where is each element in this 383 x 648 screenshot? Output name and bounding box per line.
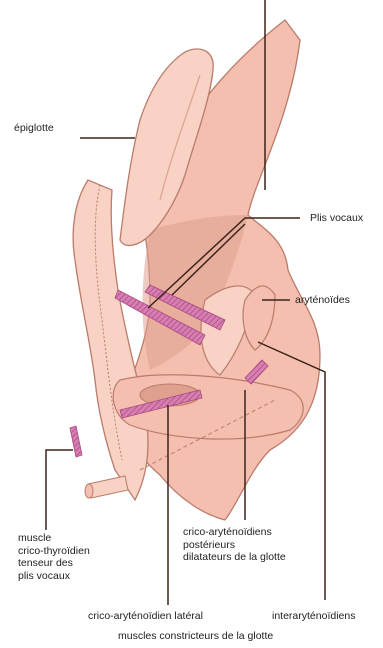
label-interarytenoidiens: interaryténoïdiens — [272, 610, 355, 623]
label-crico-thyroidien-line-1: muscle — [18, 532, 90, 545]
label-plis-vocaux: Plis vocaux — [310, 212, 363, 225]
label-arytenoides: aryténoïdes — [295, 294, 350, 307]
label-crico-posterieurs: crico-aryténoïdiens postérieurs dilatate… — [183, 526, 286, 564]
label-crico-thyroidien-line-2: crico-thyroïdien — [18, 545, 90, 558]
label-crico-lateral: crico-aryténoïdien latéral — [88, 610, 203, 623]
label-constricteurs: muscles constricteurs de la glotte — [118, 630, 273, 643]
label-crico-thyroidien-line-3: tenseur des — [18, 557, 90, 570]
label-crico-posterieurs-line-2: postérieurs — [183, 539, 286, 552]
label-crico-thyroidien-line-4: plis vocaux — [18, 570, 90, 583]
label-crico-posterieurs-line-3: dilatateurs de la glotte — [183, 551, 286, 564]
label-crico-posterieurs-line-1: crico-aryténoïdiens — [183, 526, 286, 539]
label-epiglotte: épiglotte — [14, 122, 54, 135]
crico-thyroid-muscle — [70, 426, 82, 457]
axis-pin — [85, 476, 128, 498]
label-crico-thyroidien: muscle crico-thyroïdien tenseur des plis… — [18, 532, 90, 582]
